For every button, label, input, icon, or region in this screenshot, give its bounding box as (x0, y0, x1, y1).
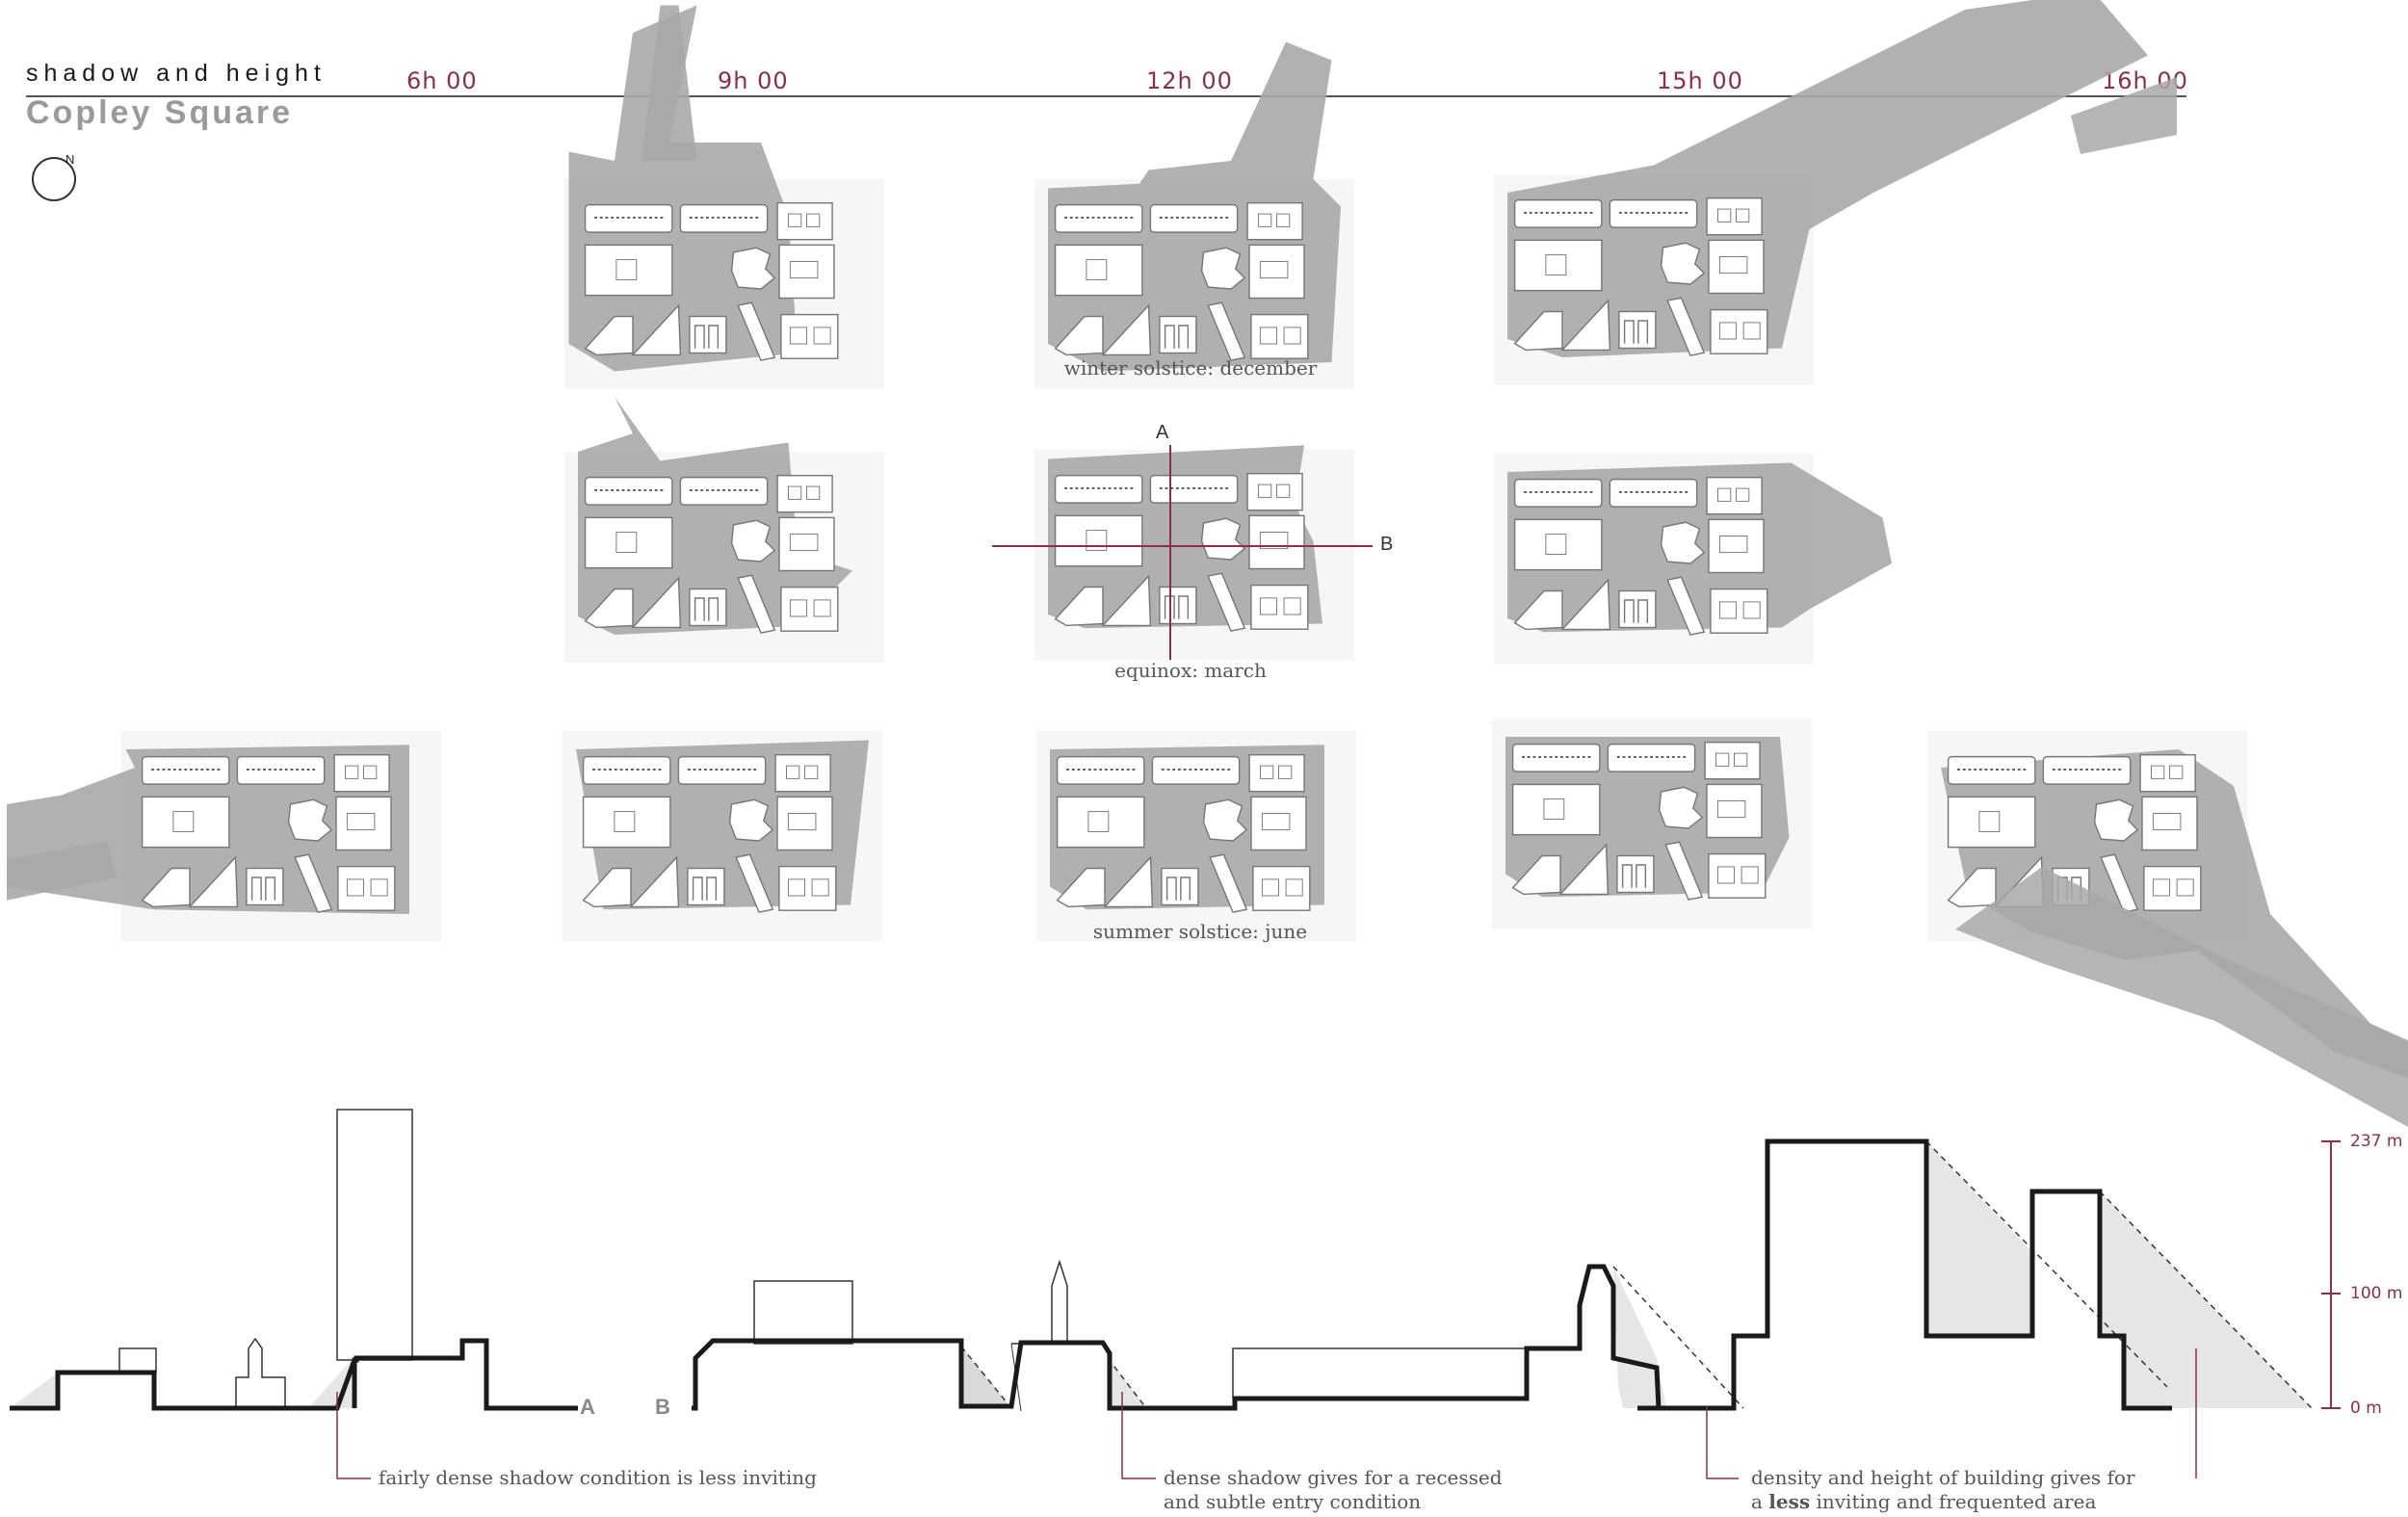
svg-text:N: N (65, 152, 74, 167)
annotation-middle: dense shadow gives for a recessed and su… (1164, 1466, 1503, 1514)
scale-label-mid: 100 m (2350, 1284, 2403, 1303)
shadow-plans (6, 0, 2408, 1127)
section-shadow (1926, 1141, 2032, 1336)
shadow-plan (6, 731, 442, 942)
section-shadow (10, 1373, 58, 1408)
annotation-right: density and height of building gives for… (1751, 1466, 2135, 1514)
shadow-plan (1493, 454, 1892, 665)
caption-summer: summer solstice: june (1092, 920, 1308, 943)
board-subtitle: shadow and height (26, 60, 327, 87)
section-marker-a: A (580, 1395, 595, 1419)
time-label-6h: 6h 00 (406, 67, 478, 94)
section-axis-b-label: B (1380, 534, 1394, 555)
shadow-plan (1493, 0, 2149, 385)
section-axis-a-label: A (1156, 422, 1169, 443)
annotation-middle-line1: dense shadow gives for a recessed (1164, 1466, 1503, 1489)
section-marker-b: B (655, 1395, 670, 1419)
annotation-middle-line2: and subtle entry condition (1164, 1490, 1422, 1513)
height-scale (2321, 1140, 2341, 1409)
annotation-left: fairly dense shadow condition is less in… (379, 1466, 817, 1489)
shadow-plan (1034, 445, 1355, 661)
section-shadow (961, 1347, 1011, 1408)
shadow-plan (1034, 41, 1355, 390)
time-label-12h: 12h 00 (1146, 67, 1233, 94)
scale-label-bottom: 0 m (2350, 1399, 2382, 1418)
shadow-plan (563, 5, 885, 390)
long-shadow (2071, 77, 2177, 154)
annotation-right-line1: density and height of building gives for (1751, 1466, 2135, 1489)
street-section (10, 1109, 2341, 1479)
time-label-15h: 15h 00 (1657, 67, 1743, 94)
caption-equinox: equinox: march (1114, 659, 1267, 682)
shadow-plan (1491, 719, 1813, 929)
board-title: Copley Square (26, 94, 294, 131)
shadow-plan (563, 397, 885, 663)
long-shadow (1955, 867, 2408, 1127)
section-shadow (1613, 1267, 1666, 1408)
time-label-9h: 9h 00 (718, 67, 789, 94)
shadow-plan (1035, 731, 1357, 942)
caption-winter: winter solstice: december (1063, 356, 1318, 379)
annotation-right-line2: a less inviting and frequented area (1751, 1490, 2097, 1513)
shadow-plan (562, 731, 883, 942)
north-arrow-icon: N (32, 152, 76, 201)
scale-label-top: 237 m (2350, 1132, 2403, 1151)
